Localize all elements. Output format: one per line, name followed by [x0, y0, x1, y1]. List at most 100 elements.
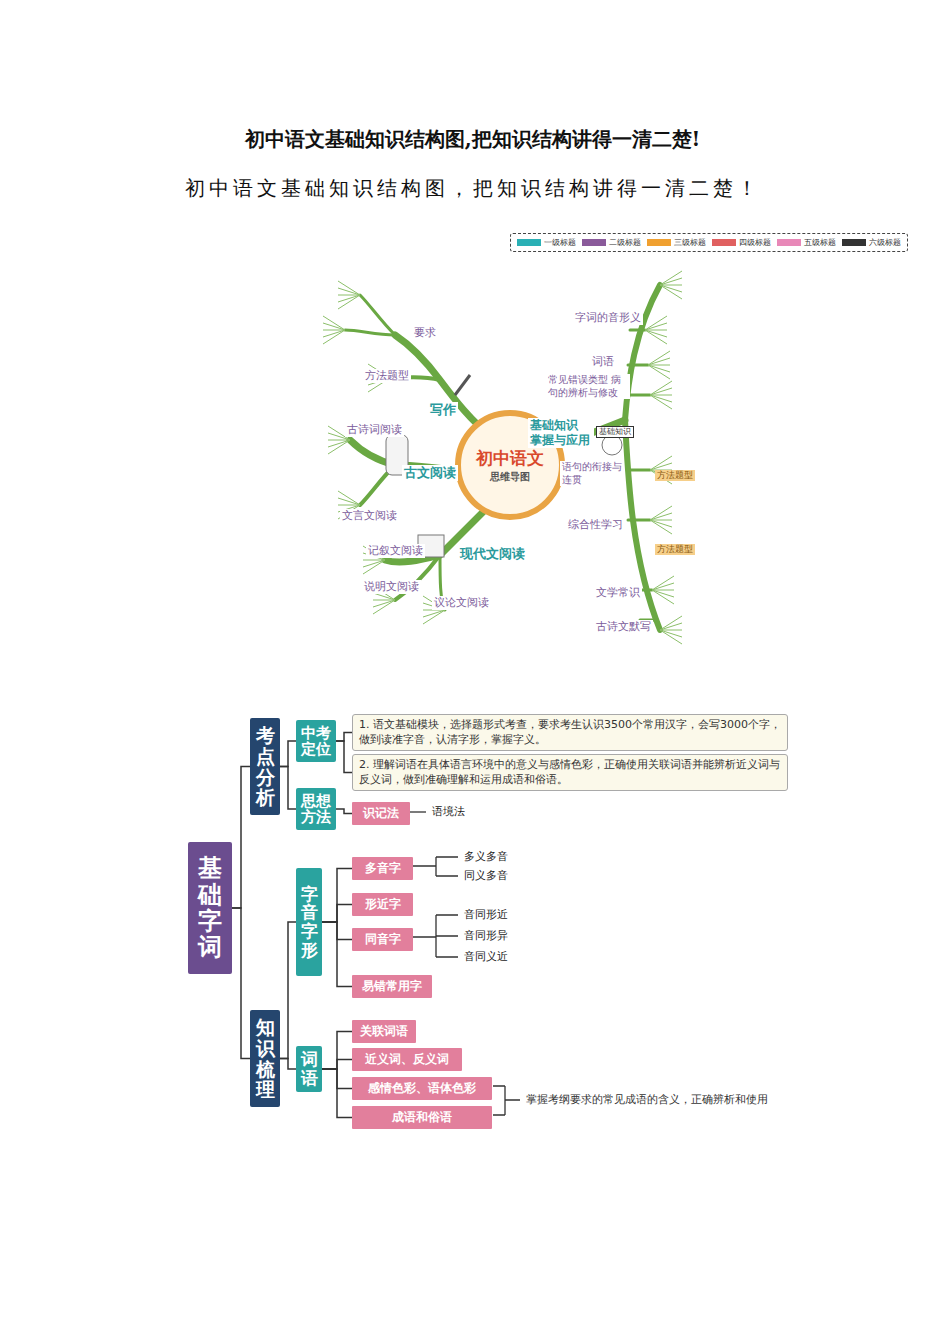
leaf-line [323, 323, 345, 330]
leaf-line [323, 316, 345, 330]
legend-item: 一级标题 [517, 237, 576, 248]
branch-label: 文学常识 [594, 586, 642, 600]
branch-label: 写作 [428, 402, 458, 418]
branch-label: 方法题型 [363, 369, 411, 383]
note-box: 2. 理解词语在具体语言环境中的意义与感情色彩，正确使用关联词语并能辨析近义词与… [352, 754, 788, 791]
legend-item: 二级标题 [582, 237, 641, 248]
leaf-line [660, 278, 682, 285]
node-text: 近义词、反义词 [365, 1051, 449, 1068]
leaf-line [652, 590, 674, 604]
legend-text: 五级标题 [804, 237, 836, 248]
pen-icon [455, 375, 470, 395]
leaf-line [652, 583, 674, 590]
legend-text: 六级标题 [869, 237, 901, 248]
title: 初中语文基础知识结构图,把知识结构讲得一清二楚! [0, 126, 945, 153]
leaf-line [650, 520, 672, 534]
connector [280, 1059, 296, 1070]
leaf-line [373, 600, 395, 601]
connector [322, 1032, 352, 1070]
legend-item: 三级标题 [647, 237, 706, 248]
topic-box: 同音字 [352, 928, 413, 951]
leaf-label: 音同义近 [462, 950, 510, 964]
leaf-line [660, 271, 682, 285]
leaf-line [650, 520, 672, 527]
leaf-line [660, 616, 682, 630]
node-text: 识记法 [363, 805, 399, 822]
branch-label: 现代文阅读 [458, 546, 527, 562]
leaf-line [660, 630, 682, 637]
leaf-line [652, 576, 674, 590]
legend-text: 三级标题 [674, 237, 706, 248]
branch-label: 方法题型 [655, 544, 695, 555]
leaf-line [660, 630, 682, 631]
branch-label: 古诗文默写 [594, 620, 653, 634]
leaf-line [645, 330, 667, 331]
legend: 一级标题 二级标题 三级标题 四级标题 五级标题 六级标题 [510, 233, 908, 252]
leaf-line [650, 506, 672, 520]
leaf-line [650, 395, 672, 402]
leaf-line [650, 388, 672, 395]
node-text: 感情色彩、语体色彩 [368, 1080, 476, 1097]
connector [232, 767, 250, 909]
branch-label: 字词的音形义 [573, 311, 643, 325]
leaf-label: 音同形近 [462, 908, 510, 922]
node-text: 多音字 [365, 860, 401, 877]
leaf-line [328, 440, 350, 454]
legend-swatch [777, 239, 801, 246]
leaf-line [650, 395, 672, 409]
student-figure [602, 435, 622, 455]
branch-label: 词语 [590, 355, 616, 369]
node-text: 基础字词 [198, 855, 222, 961]
branch-label: 记叙文阅读 [366, 544, 425, 558]
leaf-line [645, 330, 667, 344]
leaf-line [423, 610, 445, 624]
node-text: 形近字 [365, 896, 401, 913]
legend-swatch [582, 239, 606, 246]
topic-box: 多音字 [352, 857, 413, 880]
category-box: 思想方法 [296, 788, 336, 830]
leaf-line [373, 600, 395, 614]
section-box: 考点分析 [250, 718, 280, 815]
leaf-line [363, 560, 385, 574]
leaf-line [648, 365, 670, 366]
connector [322, 1060, 352, 1070]
leaf-line [648, 351, 670, 365]
center-subtitle: 思维导图 [490, 470, 530, 484]
leader-line [410, 811, 426, 812]
legend-text: 一级标题 [544, 237, 576, 248]
branch-label: 方法题型 [655, 470, 695, 481]
leaf-label: 多义多音 [462, 850, 510, 864]
legend-text: 四级标题 [739, 237, 771, 248]
node-text: 1. 语文基础模块，选择题形式考查，要求考生认识3500个常用汉字，会写3000… [359, 717, 781, 748]
connector [322, 922, 352, 987]
topic-box: 近义词、反义词 [352, 1048, 462, 1071]
note-box: 1. 语文基础模块，选择题形式考查，要求考生认识3500个常用汉字，会写3000… [352, 714, 788, 751]
leaf-lines [323, 271, 682, 644]
topic-box: 易错常用字 [352, 975, 432, 998]
leaf-line [338, 288, 360, 295]
leaf-line [650, 520, 672, 521]
leaf-line [323, 330, 345, 331]
leaf-line [648, 365, 670, 372]
branch-label: 常见错误类型 病句的辨析与修改 [546, 374, 630, 399]
leaf-label: 音同形异 [462, 929, 510, 943]
legend-text: 二级标题 [609, 237, 641, 248]
branch [360, 295, 395, 335]
category-box: 字音字形 [296, 868, 322, 976]
node-text: 中考定位 [301, 725, 331, 758]
leaf-line [650, 395, 672, 396]
node-text: 字音字形 [301, 885, 318, 960]
leaf-line [660, 285, 682, 286]
leaf-line [338, 491, 360, 505]
bracket [413, 915, 458, 957]
leaf-line [338, 505, 360, 506]
section-box: 知识梳理 [250, 1010, 280, 1107]
branch-label: 综合性学习 [566, 518, 625, 532]
leaf-line [660, 623, 682, 630]
root-box: 基础字词 [188, 842, 232, 974]
node-text: 2. 理解词语在具体语言环境中的意义与感情色彩，正确使用关联词语并能辨析近义词与… [359, 757, 781, 788]
topic-box: 形近字 [352, 893, 413, 916]
bracket [493, 1086, 520, 1115]
